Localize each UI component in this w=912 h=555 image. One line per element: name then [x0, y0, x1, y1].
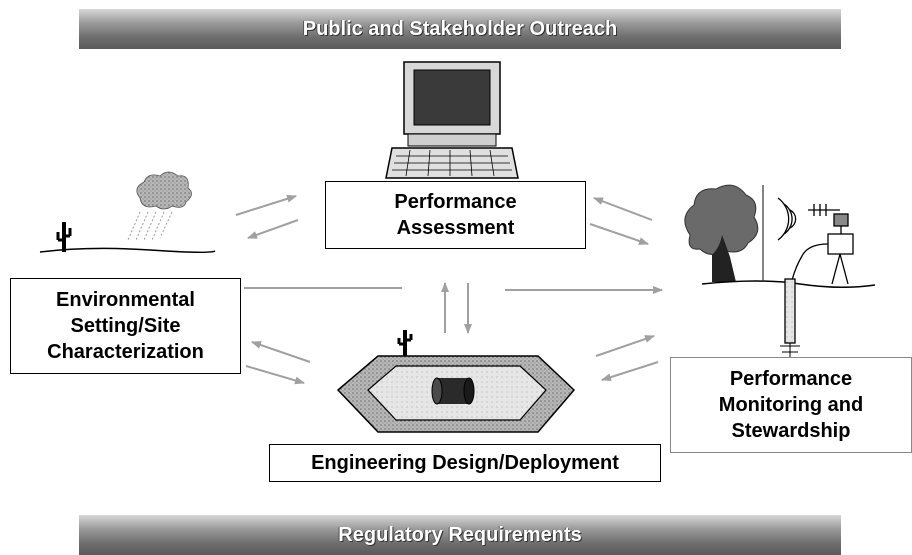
tree-icon — [684, 184, 759, 282]
arrow-monitor-to-eng — [601, 361, 659, 382]
engineering-design-label: Engineering Design/Deployment — [311, 451, 619, 474]
cactus-icon — [397, 330, 413, 356]
flow-arrows — [235, 194, 663, 385]
monitoring-well-icon — [780, 278, 800, 360]
environmental-setting-box: Environmental Setting/Site Characterizat… — [10, 278, 241, 374]
arrow-eng-to-monitor — [595, 335, 655, 357]
environmental-setting-label: Environmental Setting/Site Characterizat… — [47, 289, 204, 363]
antenna-icon — [777, 197, 854, 285]
performance-monitoring-label: Performance Monitoring and Stewardship — [718, 368, 864, 442]
performance-assessment-box: Performance Assessment — [325, 181, 586, 249]
drum-icon — [431, 377, 475, 405]
computer-icon — [385, 61, 519, 179]
regulatory-requirements-banner: Regulatory Requirements — [79, 515, 841, 555]
public-outreach-banner: Public and Stakeholder Outreach — [79, 9, 841, 49]
performance-monitoring-box: Performance Monitoring and Stewardship — [670, 357, 912, 453]
rain-cloud-icon — [127, 171, 192, 241]
arrow-assess-to-env — [247, 219, 299, 239]
arrow-env-to-eng — [245, 365, 305, 385]
arrow-monitor-to-assess — [593, 197, 653, 221]
engineering-design-box: Engineering Design/Deployment — [269, 444, 661, 482]
public-outreach-label: Public and Stakeholder Outreach — [302, 17, 618, 40]
performance-assessment-label: Performance Assessment — [394, 191, 517, 239]
arrow-eng-to-env — [251, 341, 311, 363]
arrow-assess-to-monitor — [589, 223, 649, 245]
regulatory-requirements-label: Regulatory Requirements — [338, 523, 582, 546]
cactus-icon — [56, 222, 72, 252]
arrow-env-to-assess — [235, 194, 297, 216]
